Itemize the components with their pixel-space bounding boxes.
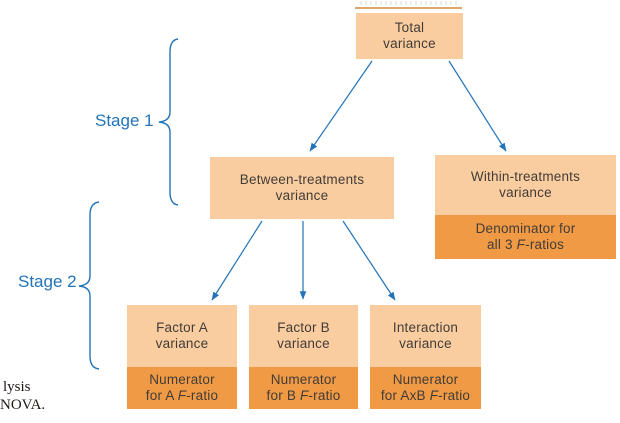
stage1-brace	[158, 38, 179, 206]
box-line: variance	[275, 188, 329, 203]
box-line: Denominator for	[475, 220, 576, 236]
box-line: Total	[394, 19, 425, 35]
numerator-b-box: Numerator for B F-ratio	[249, 367, 358, 409]
box-line: Numerator	[392, 371, 459, 387]
f-ratio-symbol: F	[516, 237, 526, 252]
box-line-text: -ratio	[186, 388, 219, 403]
box-line: variance	[277, 336, 330, 351]
top-rule-remnant	[355, 7, 462, 9]
box-line: Factor B	[277, 319, 330, 335]
box-line: for AxB F-ratio	[381, 388, 470, 405]
box-line: Factor A	[156, 319, 208, 335]
stage2-brace	[78, 201, 100, 370]
box-line-text: all 3	[486, 237, 517, 252]
caption-fragment-line1: lysis	[3, 379, 31, 395]
f-ratio-symbol: F	[429, 388, 439, 403]
box-line-text: -ratio	[308, 388, 341, 403]
box-line-text: -ratio	[438, 388, 471, 403]
caption-fragment: lysis NOVA.	[0, 379, 60, 414]
factor-b-variance-box: Factor B variance	[249, 305, 358, 367]
numerator-axb-box: Numerator for AxB F-ratio	[370, 367, 481, 409]
box-line: Numerator	[149, 371, 215, 387]
box-line-text: for A	[145, 388, 178, 403]
within-treatments-box: Within-treatments variance	[435, 155, 616, 215]
denominator-box: Denominator for all 3 F-ratios	[435, 215, 616, 259]
stage1-label: Stage 1	[95, 111, 154, 130]
factor-a-variance-box: Factor A variance	[127, 305, 237, 367]
box-line: variance	[383, 36, 436, 51]
box-line: variance	[499, 185, 552, 200]
box-line: variance	[155, 336, 209, 351]
stage2-label: Stage 2	[18, 272, 77, 291]
interaction-variance-box: Interaction variance	[370, 305, 481, 367]
box-line: Within-treatments	[470, 168, 581, 184]
box-line-text: for B	[266, 388, 301, 403]
box-line-text: for AxB	[380, 388, 430, 403]
box-line: Between-treatments	[239, 171, 365, 187]
box-line: Interaction	[392, 319, 459, 335]
caption-fragment-line2: NOVA.	[0, 396, 46, 413]
arrow-total-to-within	[448, 60, 507, 152]
box-line: for B F-ratio	[267, 388, 341, 405]
arrow-between-to-interaction	[342, 220, 396, 301]
box-line: variance	[399, 336, 452, 351]
box-line: for A F-ratio	[146, 388, 218, 405]
f-ratio-symbol: F	[300, 388, 309, 403]
f-ratio-symbol: F	[177, 388, 187, 403]
box-line: all 3 F-ratios	[487, 237, 564, 254]
arrow-between-to-factor-a	[211, 220, 263, 301]
total-variance-box: Total variance	[356, 13, 463, 59]
arrow-total-to-between	[309, 60, 373, 152]
cropped-text-remnant	[360, 1, 460, 5]
box-line: Numerator	[270, 371, 337, 387]
between-treatments-box: Between-treatments variance	[210, 157, 394, 219]
numerator-a-box: Numerator for A F-ratio	[127, 367, 237, 409]
box-line-text: -ratios	[525, 237, 565, 252]
